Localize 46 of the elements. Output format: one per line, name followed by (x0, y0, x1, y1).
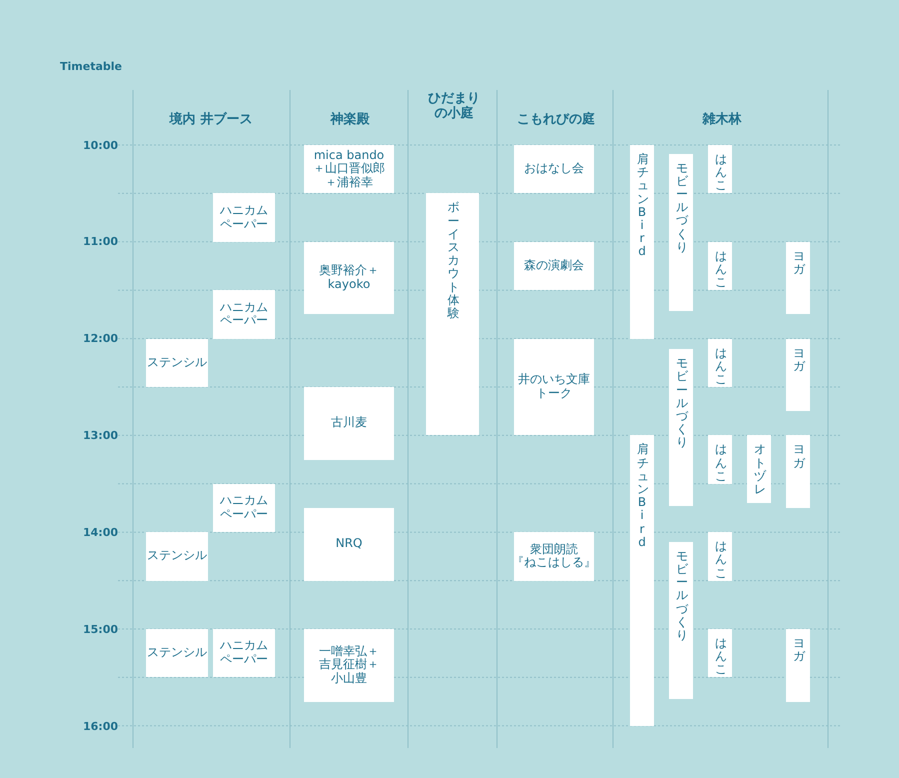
event-block: ヨガ (786, 338, 810, 412)
column-header: ひだまりの小庭 (427, 92, 481, 122)
event-block: はんこ (708, 338, 732, 387)
event-block: NRQ (304, 508, 394, 581)
event-block: 古川麦 (304, 387, 394, 460)
event-block: ステンシル (146, 629, 208, 678)
time-label: 16:00 (82, 720, 118, 733)
time-label: 15:00 (82, 623, 118, 636)
event-block: ハニカムペーパー (213, 290, 275, 339)
event-block: はんこ (708, 242, 732, 290)
event-block: 奥野裕介＋kayoko (304, 242, 394, 314)
column-header: こもれびの庭 (516, 110, 596, 128)
time-label: 14:00 (82, 526, 118, 539)
event-block: 肩チュン Bird (630, 145, 654, 339)
event-block: ヨガ (786, 242, 810, 314)
event-block: モビールづくり (669, 154, 693, 312)
event-block: ボーイスカウト体験 (426, 193, 479, 436)
time-label: 11:00 (82, 235, 118, 248)
event-block: おはなし会 (514, 145, 594, 194)
event-block: 一噌幸弘＋吉見征樹＋小山豊 (304, 629, 394, 702)
column-header: 神楽殿 (329, 111, 370, 128)
event-block: はんこ (708, 629, 732, 678)
event-block: 衆団朗読『ねこはしる』 (514, 532, 594, 581)
title: Timetable (60, 60, 122, 73)
column-header: 境内 井ブース (168, 110, 254, 128)
event-block: 森の演劇会 (514, 242, 594, 290)
event-block: はんこ (708, 145, 732, 194)
event-block: 井のいち文庫トーク (514, 338, 594, 436)
event-block: オトヅレ (747, 435, 771, 504)
event-block: ヨガ (786, 435, 810, 508)
event-block: ヨガ (786, 629, 810, 702)
event-block: mica bando ＋山口晋似郎＋浦裕幸 (304, 145, 394, 194)
event-block: モビールづくり (669, 349, 693, 506)
column-header: 雑木林 (701, 111, 742, 128)
time-label: 10:00 (82, 139, 118, 152)
time-label: 12:00 (82, 332, 118, 345)
event-block: はんこ (708, 532, 732, 581)
event-block: ステンシル (146, 338, 208, 387)
event-block: 肩チュン Bird (630, 435, 654, 726)
event-block: ステンシル (146, 532, 208, 581)
event-block: はんこ (708, 435, 732, 484)
time-label: 13:00 (82, 429, 118, 442)
event-block: モビールづくり (669, 542, 693, 699)
event-block: ハニカムペーパー (213, 484, 275, 532)
event-block: ハニカムペーパー (213, 193, 275, 242)
event-block: ハニカムペーパー (213, 629, 275, 678)
